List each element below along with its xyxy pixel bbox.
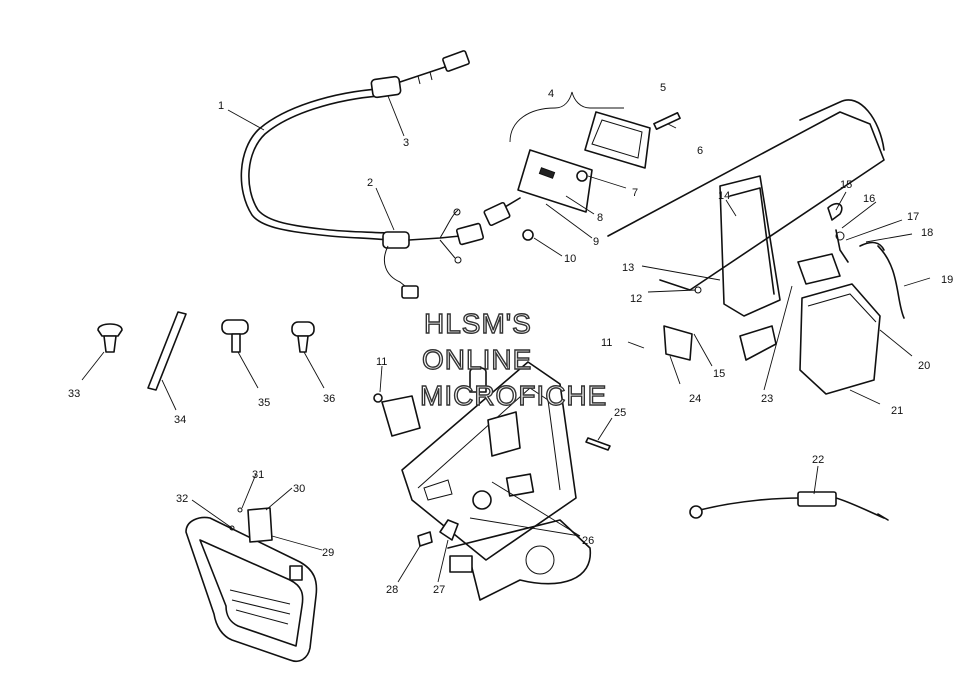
- callout-15a: 15: [840, 179, 852, 191]
- leader-lines: [81, 95, 931, 583]
- callout-14: 14: [718, 190, 730, 202]
- callout-6: 6: [697, 145, 703, 157]
- callout-8: 8: [597, 212, 603, 224]
- callout-30: 30: [293, 483, 305, 495]
- callout-9: 9: [593, 236, 599, 248]
- front-bumper: [185, 507, 318, 663]
- callout-labels: 1 2 3 4 5 6 7 8 9 10 11 11 12 13 14 15 1…: [68, 82, 953, 596]
- callout-7: 7: [632, 187, 638, 199]
- callout-5: 5: [660, 82, 666, 94]
- callout-28: 28: [386, 584, 398, 596]
- callout-23: 23: [761, 393, 773, 405]
- callout-11a: 11: [376, 356, 387, 368]
- callout-27: 27: [433, 584, 445, 596]
- callout-31: 31: [252, 469, 264, 481]
- watermark-line-3: MICROFICHE: [419, 379, 608, 411]
- callout-25: 25: [614, 407, 626, 419]
- callout-15b: 15: [713, 368, 725, 380]
- callout-4: 4: [548, 88, 554, 100]
- callout-1: 1: [218, 100, 224, 112]
- watermark-line-2: ONLINE: [421, 343, 533, 375]
- callout-29: 29: [322, 547, 334, 559]
- callout-19: 19: [941, 274, 953, 286]
- callout-36: 36: [323, 393, 335, 405]
- callout-35: 35: [258, 397, 270, 409]
- frame-and-battery: [607, 99, 905, 395]
- ground-cable: [689, 491, 889, 521]
- wiring-harness: [240, 50, 485, 299]
- callout-10: 10: [564, 253, 576, 265]
- callout-34: 34: [174, 414, 186, 426]
- callout-16: 16: [863, 193, 875, 205]
- callout-22: 22: [812, 454, 824, 466]
- tail-light-assembly: [483, 91, 681, 241]
- callout-21: 21: [891, 405, 903, 417]
- callout-17: 17: [907, 211, 919, 223]
- callout-13: 13: [622, 262, 634, 274]
- loose-fasteners: [97, 311, 315, 391]
- callout-20: 20: [918, 360, 930, 372]
- callout-3: 3: [403, 137, 409, 149]
- electrical-panel: [373, 325, 693, 601]
- callout-12: 12: [630, 293, 642, 305]
- callout-18: 18: [921, 227, 933, 239]
- watermark-line-1: HLSM'S: [423, 307, 532, 339]
- callout-26: 26: [582, 535, 594, 547]
- callout-2: 2: [367, 177, 373, 189]
- callout-24: 24: [689, 393, 701, 405]
- callout-33: 33: [68, 388, 80, 400]
- callout-32: 32: [176, 493, 188, 505]
- callout-11b: 11: [601, 337, 612, 349]
